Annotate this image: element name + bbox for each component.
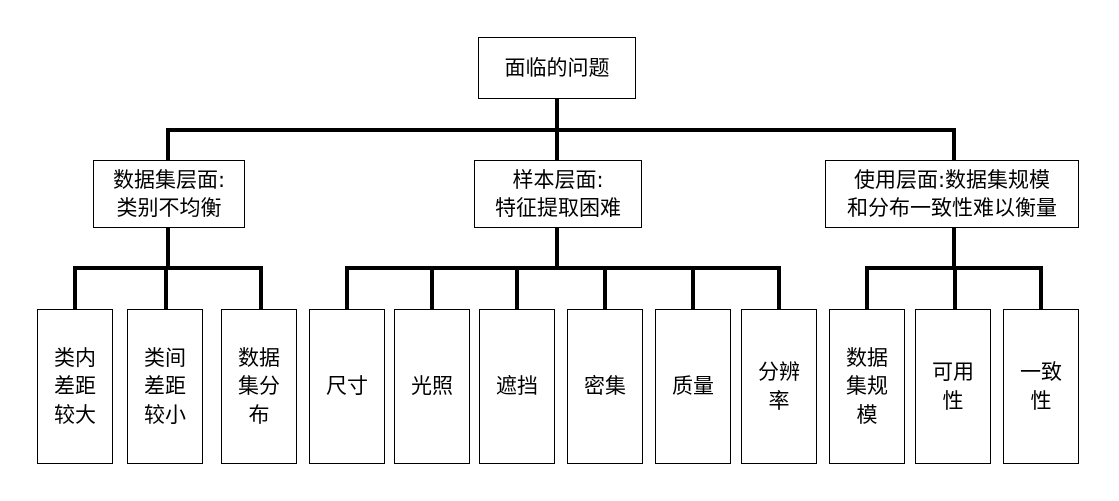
leaf-node: 可用 性 — [915, 309, 991, 464]
leaf-node: 遮挡 — [479, 309, 555, 464]
leaf-line: 数据 — [846, 345, 888, 370]
connector-leaf-8 — [691, 266, 695, 310]
leaf-node: 一致 性 — [1003, 309, 1079, 464]
connector-cat3-down — [952, 226, 956, 268]
leaf-line: 模 — [856, 402, 878, 427]
connector-leaf-9 — [777, 266, 781, 310]
category-line2: 特征提取困难 — [495, 196, 621, 220]
leaf-line: 质量 — [672, 374, 714, 399]
connector-leaf-5 — [430, 266, 434, 310]
category-node-usage: 使用层面:数据集规模 和分布一致性难以衡量 — [825, 160, 1079, 228]
leaf-line: 可用 — [932, 360, 974, 385]
connector-root-down — [555, 98, 559, 130]
connector-leaf-6 — [515, 266, 519, 310]
leaf-line: 布 — [248, 402, 270, 427]
leaf-node: 数据 集规 模 — [829, 309, 905, 464]
leaf-line: 数据 — [238, 345, 280, 370]
leaf-line: 性 — [1030, 388, 1052, 413]
leaf-line: 分辨 — [758, 360, 800, 385]
category-node-sample: 样本层面: 特征提取困难 — [474, 160, 642, 228]
leaf-node: 数据 集分 布 — [221, 309, 297, 464]
category-line1: 使用层面:数据集规模 — [853, 167, 1051, 192]
connector-cat3-up — [952, 128, 956, 162]
root-label: 面临的问题 — [504, 55, 610, 80]
connector-leaf-1 — [73, 266, 77, 310]
connector-cat2-down — [555, 226, 559, 268]
connector-cat2-horizontal — [345, 266, 781, 270]
leaf-node: 质量 — [655, 309, 731, 464]
category-line1: 样本层面: — [512, 167, 604, 192]
leaf-line: 较小 — [144, 402, 186, 427]
connector-leaf-12 — [1039, 266, 1043, 310]
leaf-line: 性 — [942, 388, 964, 413]
leaf-line: 一致 — [1020, 360, 1062, 385]
connector-top-horizontal — [166, 128, 956, 132]
leaf-line: 类间 — [144, 345, 186, 370]
leaf-node: 光照 — [394, 309, 470, 464]
connector-leaf-10 — [865, 266, 869, 310]
leaf-line: 差距 — [144, 374, 186, 399]
connector-cat1-horizontal — [73, 266, 263, 270]
leaf-line: 集规 — [846, 374, 888, 399]
leaf-line: 集分 — [238, 374, 280, 399]
leaf-line: 遮挡 — [496, 374, 538, 399]
leaf-line: 尺寸 — [326, 374, 368, 399]
connector-cat2-up — [555, 128, 559, 162]
connector-cat1-up — [166, 128, 170, 162]
connector-leaf-3 — [259, 266, 263, 310]
leaf-line: 率 — [768, 388, 790, 413]
connector-leaf-2 — [164, 266, 168, 310]
leaf-node: 密集 — [567, 309, 643, 464]
leaf-node: 类间 差距 较小 — [127, 309, 203, 464]
leaf-line: 光照 — [411, 374, 453, 399]
leaf-line: 密集 — [584, 374, 626, 399]
leaf-node: 分辨 率 — [741, 309, 817, 464]
connector-leaf-4 — [345, 266, 349, 310]
leaf-line: 类内 — [54, 345, 96, 370]
category-line2: 和分布一致性难以衡量 — [847, 196, 1057, 220]
connector-leaf-11 — [953, 266, 957, 310]
leaf-line: 较大 — [54, 402, 96, 427]
connector-leaf-7 — [603, 266, 607, 310]
root-node: 面临的问题 — [478, 37, 636, 99]
category-line2: 类别不均衡 — [116, 196, 222, 220]
leaf-line: 差距 — [54, 374, 96, 399]
category-node-dataset: 数据集层面: 类别不均衡 — [93, 160, 245, 228]
connector-cat1-down — [166, 226, 170, 268]
leaf-node: 尺寸 — [309, 309, 385, 464]
leaf-node: 类内 差距 较大 — [37, 309, 113, 464]
category-line1: 数据集层面: — [112, 167, 226, 192]
